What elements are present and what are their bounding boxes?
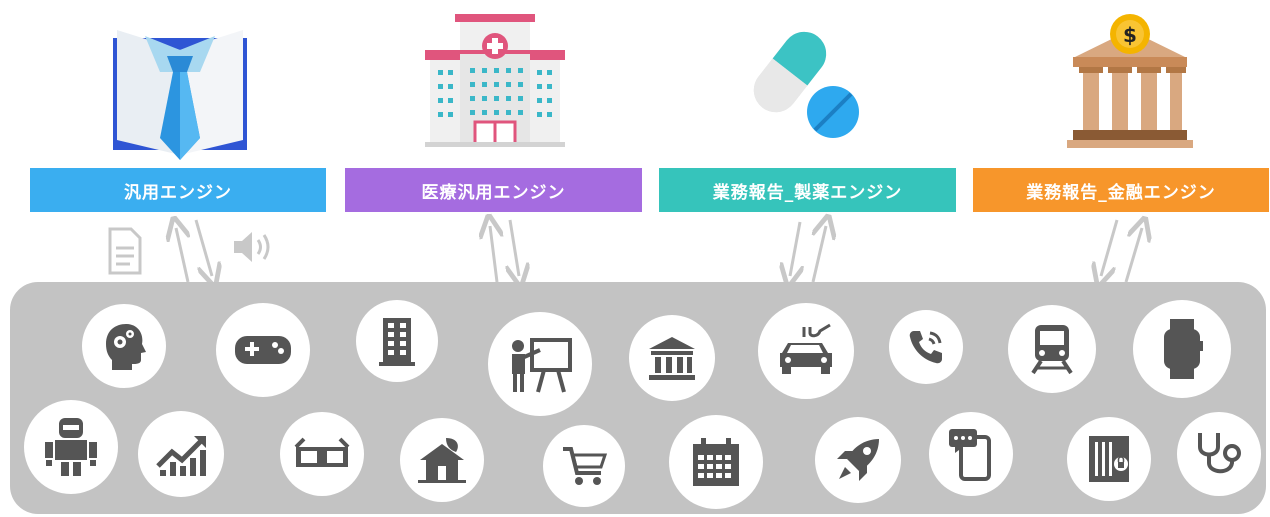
train-icon — [1008, 305, 1096, 393]
bank-dollar-icon: $ — [1065, 12, 1195, 150]
engine-label-general: 汎用エンジン — [30, 168, 326, 212]
trend-chart-icon — [138, 411, 224, 497]
pill-icon — [735, 12, 865, 140]
mobile-chat-icon — [929, 412, 1013, 496]
book-tie-icon — [105, 20, 255, 162]
eco-house-icon — [400, 418, 484, 502]
3d-glasses-icon — [280, 412, 364, 496]
calendar-icon — [669, 415, 763, 509]
shopping-cart-icon — [543, 425, 625, 507]
gamepad-icon — [216, 303, 310, 397]
building-icon — [356, 300, 438, 382]
robot-icon — [24, 400, 118, 494]
brain-gears-icon — [82, 304, 166, 388]
bank-icon — [629, 315, 715, 401]
document-icon — [107, 226, 143, 276]
locker-icon — [1067, 417, 1151, 501]
speaker-icon — [232, 230, 276, 264]
rocket-icon — [815, 417, 901, 503]
smartwatch-icon — [1133, 300, 1231, 398]
presentation-icon — [488, 312, 592, 416]
engine-label-finance: 業務報告_金融エンジン — [973, 168, 1269, 212]
svg-text:$: $ — [1123, 23, 1137, 47]
engine-label-medical: 医療汎用エンジン — [345, 168, 642, 212]
hospital-icon — [420, 10, 570, 150]
stethoscope-icon — [1177, 412, 1261, 496]
engine-label-pharma: 業務報告_製薬エンジン — [659, 168, 956, 212]
electric-car-icon — [758, 303, 854, 399]
phone-call-icon — [889, 310, 963, 384]
